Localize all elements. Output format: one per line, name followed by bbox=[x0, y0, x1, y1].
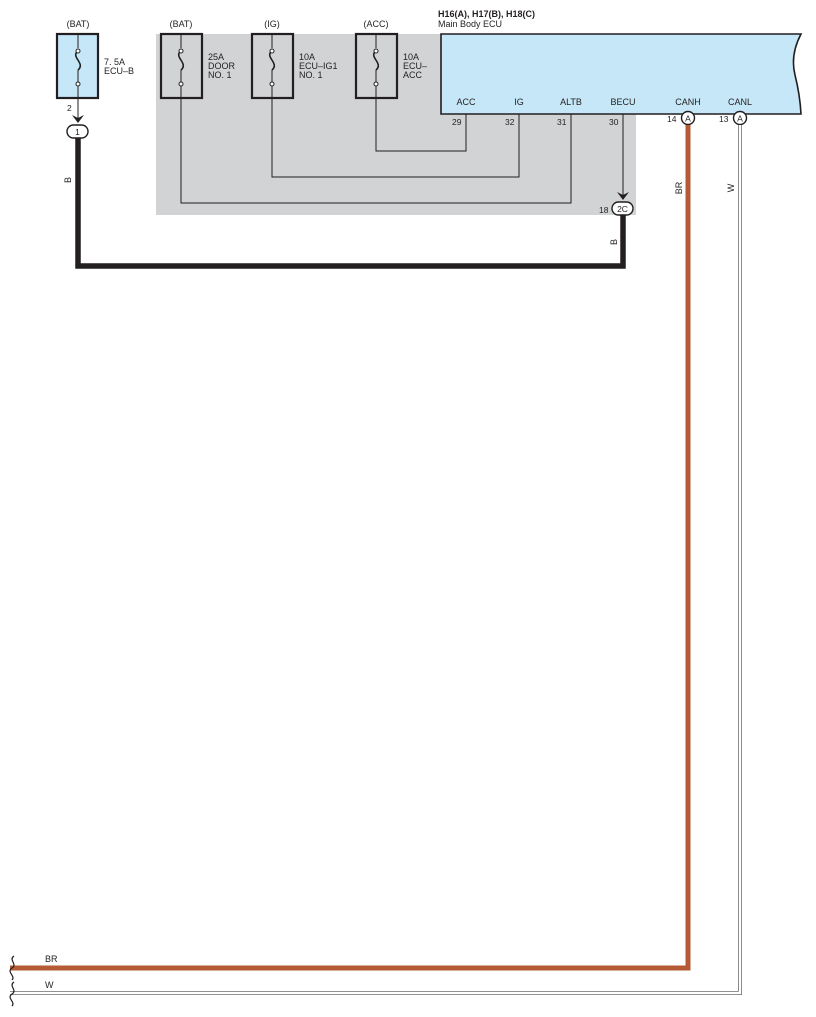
canh-connector-a bbox=[680, 110, 696, 126]
fuse-door-symbol bbox=[177, 34, 185, 87]
terminal-acc-label: ACC bbox=[456, 97, 476, 107]
pin-ig: 32 bbox=[505, 117, 515, 127]
terminal-becu-label: BECU bbox=[610, 97, 635, 107]
terminal-altb-label: ALTB bbox=[560, 97, 582, 107]
fuse-ecub-source: (BAT) bbox=[67, 19, 90, 29]
connector-1-label: 1 bbox=[75, 127, 80, 137]
break-mark-w-icon bbox=[9, 981, 15, 1007]
break-mark-br-icon bbox=[9, 955, 15, 981]
wire-becu-color-label: B bbox=[609, 239, 619, 245]
wire-canl-w bbox=[10, 125, 742, 995]
wire-altb bbox=[180, 86, 572, 204]
canl-connector-label: A bbox=[737, 114, 743, 124]
ecu-name: Main Body ECU bbox=[438, 19, 502, 29]
terminal-canl-label: CANL bbox=[728, 97, 752, 107]
fuse-acc-name: ECU– bbox=[403, 61, 427, 71]
pin-acc: 29 bbox=[452, 117, 462, 127]
bottom-w-label: W bbox=[45, 980, 54, 990]
bottom-br-label: BR bbox=[45, 954, 58, 964]
fuse-ecub-name: ECU–B bbox=[104, 66, 134, 76]
ecu-connectors-label: H16(A), H17(B), H18(C) bbox=[438, 9, 535, 19]
fuse-ig1-rating: 10A bbox=[299, 52, 315, 62]
canh-connector-label: A bbox=[685, 114, 691, 124]
fuse-door-source: (BAT) bbox=[170, 19, 193, 29]
wire-canl-color-label: W bbox=[726, 183, 736, 192]
wire-canh-color-label: BR bbox=[674, 181, 684, 194]
fuse-ecub-rating: 7. 5A bbox=[104, 57, 125, 67]
fuse-ig1-symbol bbox=[268, 34, 276, 87]
becu-arrow-icon bbox=[617, 192, 629, 200]
fuse-acc-source: (ACC) bbox=[364, 19, 389, 29]
fuse-ig1-name-2: NO. 1 bbox=[299, 70, 323, 80]
fuse-ig1-source: (IG) bbox=[264, 19, 280, 29]
canl-connector-a bbox=[732, 110, 748, 126]
wire-acc bbox=[375, 86, 467, 152]
wire-canh-br bbox=[10, 125, 691, 971]
main-body-ecu-box bbox=[440, 33, 803, 115]
terminal-ig-label: IG bbox=[514, 97, 524, 107]
fuse-door-name-2: NO. 1 bbox=[208, 70, 232, 80]
wire-ig bbox=[271, 86, 520, 178]
pin-altb: 31 bbox=[557, 117, 567, 127]
pin-becu: 30 bbox=[609, 117, 619, 127]
fuse-acc-rating: 10A bbox=[403, 52, 419, 62]
wire-canl-w-inner bbox=[10, 125, 742, 995]
fuse-ecub-pin-number: 2 bbox=[67, 103, 72, 113]
fuse-ecub-symbol bbox=[74, 34, 82, 87]
terminal-canh-label: CANH bbox=[675, 97, 701, 107]
wire-b-loop bbox=[75, 138, 626, 269]
wire-ecub-color-label: B bbox=[63, 177, 73, 183]
jb-pin-number: 18 bbox=[599, 205, 609, 215]
pin-canh: 14 bbox=[667, 114, 677, 124]
ecub-arrow-icon bbox=[72, 115, 84, 123]
fuse-door-rating: 25A bbox=[208, 52, 224, 62]
fuse-acc-name-2: ACC bbox=[403, 70, 423, 80]
jb-connector-label: 2C bbox=[617, 204, 628, 214]
fuse-door-name: DOOR bbox=[208, 61, 236, 71]
fuse-ig1-name: ECU–IG1 bbox=[299, 61, 338, 71]
pin-canl: 13 bbox=[719, 114, 729, 124]
